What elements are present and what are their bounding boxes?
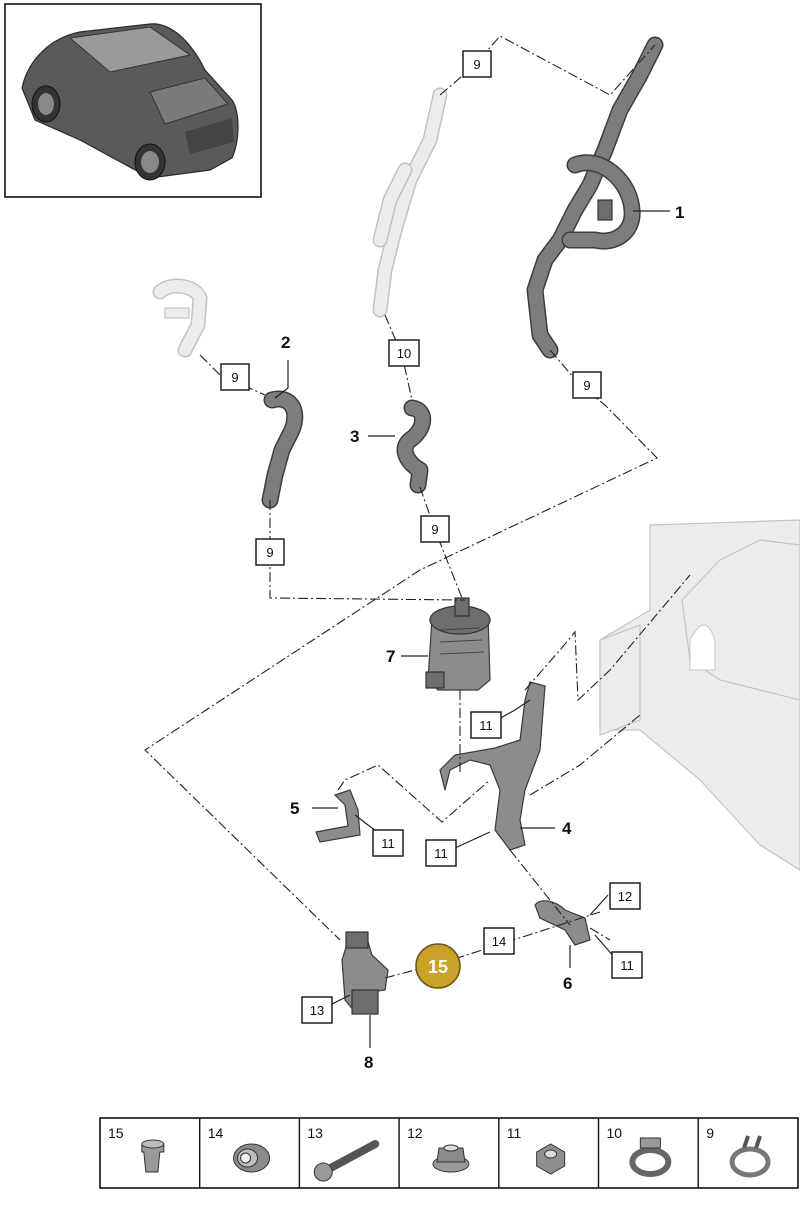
legend-cell-10: 10 (597, 1118, 672, 1188)
svg-text:9: 9 (231, 370, 238, 385)
legend-number: 14 (208, 1125, 224, 1141)
svg-text:9: 9 (431, 522, 438, 537)
legend-cell-9: 9 (697, 1118, 771, 1188)
svg-text:14: 14 (492, 934, 506, 949)
legend-number: 12 (407, 1125, 423, 1141)
bolt-sleeve-icon (141, 1139, 165, 1173)
legend-cell-14: 14 (198, 1118, 271, 1188)
coolant-hose-2 (261, 390, 304, 509)
spring-clamp-icon (729, 1135, 771, 1178)
callout-box-10: 10 (388, 339, 420, 367)
svg-text:10: 10 (397, 346, 411, 361)
grommet-icon (233, 1143, 271, 1173)
svg-text:9: 9 (266, 545, 273, 560)
callout-box-11-d: 11 (611, 951, 643, 979)
part-numbers: 1 2 3 4 5 6 7 8 (281, 203, 684, 1072)
svg-text:13: 13 (310, 1003, 324, 1018)
callout-box-11-a: 11 (470, 711, 502, 739)
part-number-2: 2 (281, 333, 290, 352)
car-icon (21, 23, 239, 181)
callout-box-9-right: 9 (572, 371, 602, 399)
legend-cell-12: 12 (398, 1118, 470, 1188)
legend-number: 10 (607, 1125, 623, 1141)
callout-box-9-left: 9 (220, 363, 250, 391)
callout-box-9-lower: 9 (255, 538, 285, 566)
highlight-callout-15[interactable]: 15 (415, 943, 461, 989)
svg-text:15: 15 (428, 957, 448, 977)
screw-icon (313, 1140, 380, 1182)
svg-text:11: 11 (479, 718, 493, 733)
part-number-1: 1 (675, 203, 684, 222)
bracket-4 (439, 681, 546, 851)
coolant-hose-3 (396, 399, 432, 494)
svg-text:11: 11 (434, 846, 448, 861)
hose-clamp-icon (629, 1137, 672, 1177)
coolant-hose-1 (526, 36, 664, 359)
callout-box-13: 13 (301, 996, 333, 1024)
callout-box-11-c: 11 (425, 839, 457, 867)
part-number-5: 5 (290, 799, 299, 818)
part-number-4: 4 (562, 819, 572, 838)
valve-8 (341, 931, 389, 1015)
part-number-3: 3 (350, 427, 359, 446)
legend-number: 9 (706, 1125, 714, 1141)
svg-text:12: 12 (618, 889, 632, 904)
legend-cell-15: 15 (108, 1125, 165, 1173)
bracket-5 (315, 789, 361, 843)
chassis-ghost (599, 519, 800, 871)
bracket-6 (534, 900, 591, 946)
legend-number: 11 (507, 1125, 522, 1141)
callout-box-12: 12 (609, 882, 641, 910)
svg-text:11: 11 (620, 958, 634, 973)
svg-text:11: 11 (381, 836, 395, 851)
svg-text:9: 9 (583, 378, 590, 393)
flange-nut-icon (432, 1144, 470, 1173)
callout-box-11-b: 11 (372, 829, 404, 857)
callout-box-9-mid: 9 (420, 515, 450, 543)
part-number-8: 8 (364, 1053, 373, 1072)
part-number-7: 7 (386, 647, 395, 666)
part-number-6: 6 (563, 974, 572, 993)
ghost-hose-left (152, 278, 208, 358)
svg-text:9: 9 (473, 57, 480, 72)
legend-table: 15 14 13 12 11 10 9 (99, 1117, 799, 1189)
legend-number: 15 (108, 1125, 124, 1141)
legend-cell-11: 11 (498, 1118, 566, 1188)
box-callouts: 9 9 9 9 9 10 11 11 (220, 50, 643, 1024)
vehicle-thumbnail (4, 3, 262, 198)
callout-box-14: 14 (483, 927, 515, 955)
ghost-hose-center (372, 87, 448, 318)
hex-nut-icon (536, 1143, 566, 1175)
water-pump-7 (425, 597, 491, 691)
callout-box-9-top: 9 (462, 50, 492, 78)
legend-number: 13 (307, 1125, 323, 1141)
legend-cell-13: 13 (298, 1118, 380, 1188)
